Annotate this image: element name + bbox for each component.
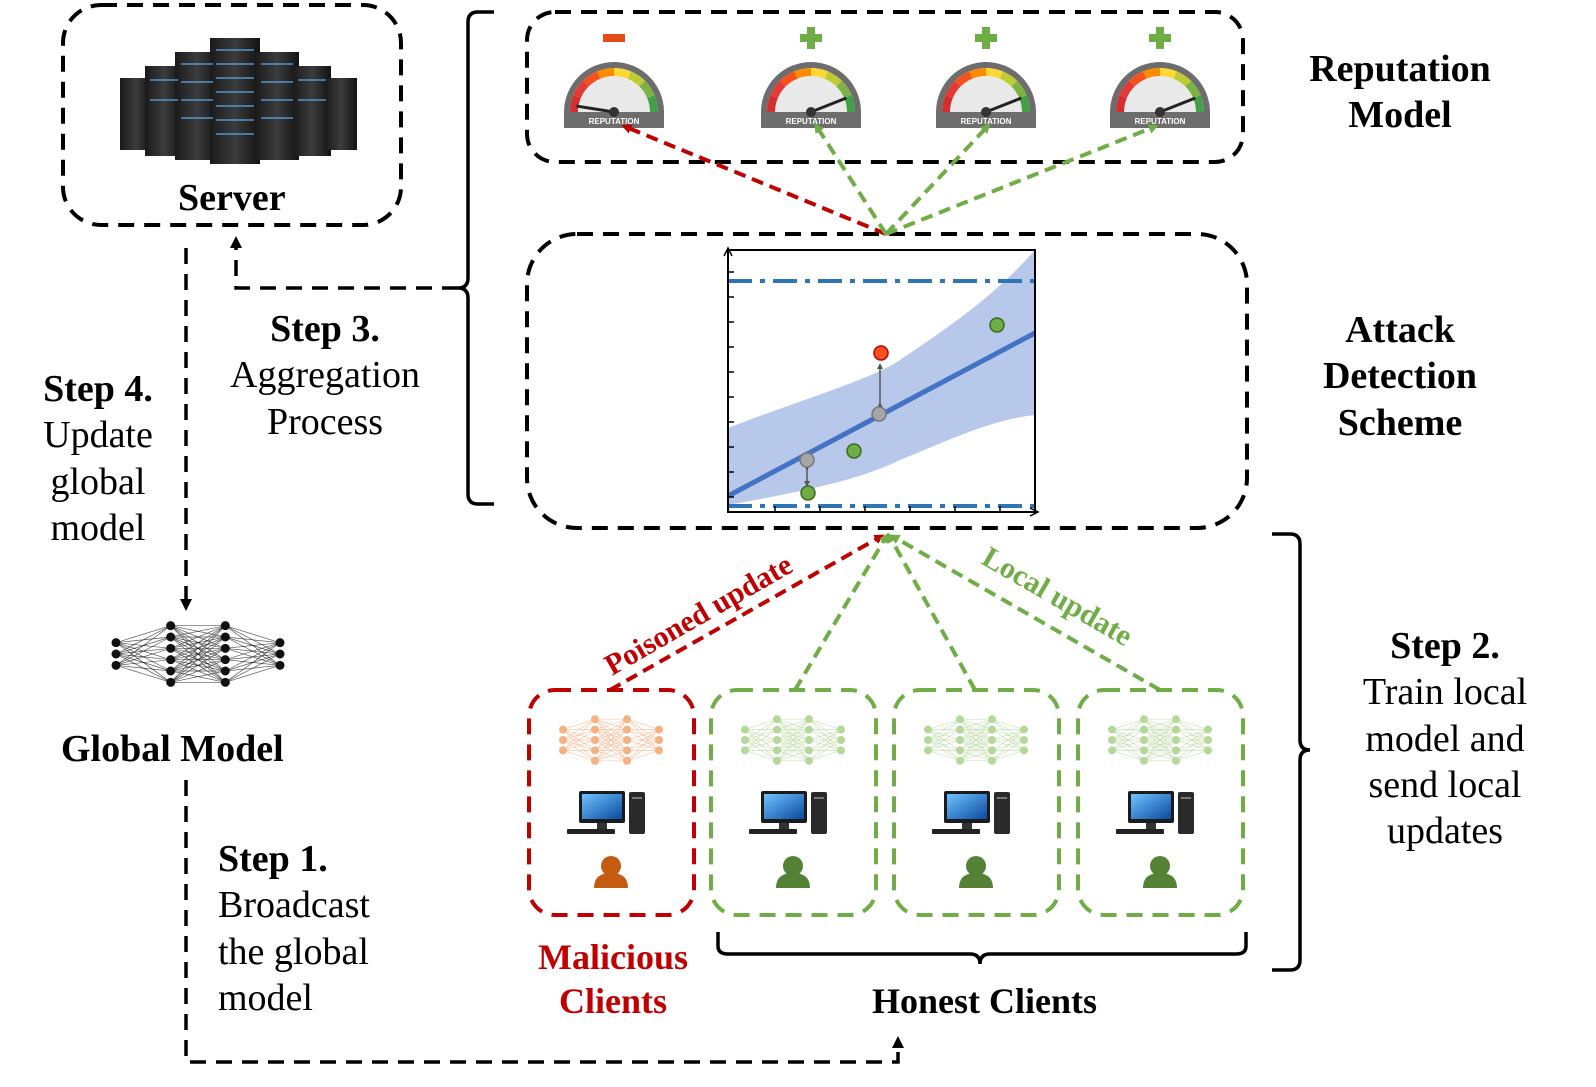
plus-icon [975,27,997,49]
attack-detection-title-line3: Scheme [1337,401,1463,444]
malicious-clients-line1: Malicious [538,937,688,977]
step3-label: Step 3. Aggregation Process [215,306,435,445]
step3-title: Step 3. [270,308,380,350]
step2-title: Step 2. [1390,625,1500,667]
reputation-gauge-icon: REPUTATION [564,62,664,128]
honest-point [800,485,816,501]
broadcast-path [184,780,904,1064]
reputation-model-title-line1: Reputation [1309,48,1491,90]
client-network-icon [559,715,663,765]
step4-line2: global [50,460,146,503]
step3-line2: Process [266,400,384,443]
global-model-network-icon [111,621,285,687]
step4-line1: Update [43,414,153,457]
attack-detection-title-line1: Attack [1345,309,1455,351]
malicious-clients-line2: Clients [559,980,667,1021]
step4-line3: model [50,507,146,550]
confidence-band [728,250,1035,505]
outlier-point [873,345,889,361]
reputation-model-title: Reputation Model [1290,46,1510,139]
step1-line3: model [218,977,313,1020]
step2-line2: model and [1365,717,1525,760]
gauge-caption: REPUTATION [961,117,1012,126]
step2-line1: Train local [1362,671,1528,714]
step2-label: Step 2. Train local model and send local… [1340,623,1550,855]
honest-point [846,443,862,459]
user-icon [594,856,628,888]
reputation-model-title-line2: Model [1348,94,1452,137]
step2-line4: updates [1386,810,1504,853]
server-return-path [230,236,458,290]
step2-bracket [1272,532,1311,972]
step4-title: Step 4. [43,368,153,410]
user-icon [1143,856,1177,888]
global-model-label: Global Model [61,728,284,770]
step3-line1: Aggregation [230,354,420,397]
client-contents [559,715,1212,888]
step1-title: Step 1. [218,838,328,880]
attack-detection-title-line2: Detection [1322,355,1478,398]
reputation-model-box [525,10,1245,164]
client-honest-box [1076,688,1245,917]
client-network-icon [1108,715,1212,765]
gauge-caption: REPUTATION [1135,117,1186,126]
projected-point [799,452,815,468]
reputation-gauge-icon: REPUTATION [936,62,1036,128]
step3-bracket [457,10,494,506]
step2-line3: send local [1368,764,1522,807]
client-honest-box [892,688,1061,917]
minus-icon [603,34,625,42]
reputation-gauge-icon: REPUTATION [761,62,861,128]
malicious-clients-label: Malicious Clients [520,936,706,1024]
reputation-gauges: REPUTATION REPUTATION REPUTATION REPUTATION [564,27,1210,128]
regression-plot [723,246,1040,517]
client-update-arrows [609,532,1161,692]
reputation-gauge-icon: REPUTATION [1110,62,1210,128]
honest-clients-label: Honest Clients [872,981,1097,1021]
feedback-arrows [621,122,1159,236]
client-honest-box [709,688,878,917]
computer-icon [567,791,645,834]
user-icon [959,856,993,888]
attack-detection-title: Attack Detection Scheme [1290,307,1510,446]
computer-icon [932,791,1010,834]
local-update-label: Local update [977,540,1139,652]
plus-icon [1149,27,1171,49]
gauge-caption: REPUTATION [589,117,640,126]
step1-line1: Broadcast [218,884,370,927]
projected-point [871,406,887,422]
step1-label: Step 1. Broadcast the global model [218,836,370,1021]
server-icon [120,38,357,164]
computer-icon [1116,791,1194,834]
user-icon [776,856,810,888]
client-network-icon [924,715,1028,765]
gauge-caption: REPUTATION [786,117,837,126]
honest-clients-brace [716,932,1248,965]
client-network-icon [741,715,845,765]
honest-point [989,317,1005,333]
server-label: Server [178,177,286,219]
computer-icon [749,791,827,834]
poisoned-update-label: Poisoned update [599,548,798,682]
step4-label: Step 4. Update global model [18,366,178,551]
plus-icon [800,27,822,49]
attack-detection-box [525,232,1249,530]
step1-line2: the global [218,930,369,973]
client-malicious-box [527,688,696,917]
server-box [61,3,403,227]
